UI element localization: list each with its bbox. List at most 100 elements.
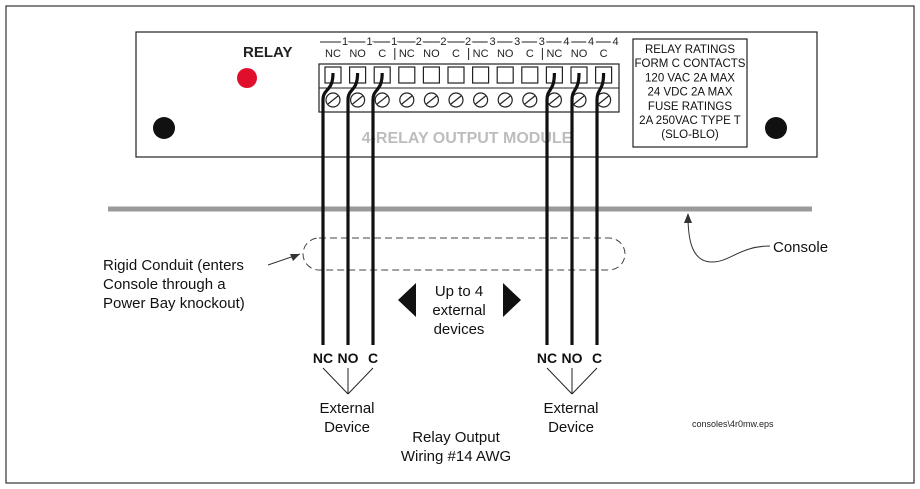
terminal-screw-slot — [573, 95, 585, 105]
console-label: Console — [773, 239, 828, 256]
terminal-number: 1 — [367, 36, 373, 48]
console-leader-line — [687, 215, 771, 263]
terminal-number: 3 — [539, 36, 545, 48]
devices-note-line-1: Up to 4 — [435, 283, 483, 300]
terminal-screw-slot — [426, 95, 437, 105]
device-terminal-label: C — [592, 350, 602, 366]
terminal-socket — [447, 66, 465, 84]
mounting-hole-left — [153, 117, 175, 139]
ratings-box — [632, 38, 748, 148]
module-watermark-title: 4-RELAY OUTPUT MODULE — [362, 130, 573, 147]
device-name-line-2: Device — [324, 419, 370, 436]
wiring-label-line-1: Relay Output — [412, 429, 500, 446]
terminal-label: C — [378, 48, 386, 60]
relay-output-wires — [321, 72, 606, 345]
mounting-hole-right — [765, 117, 787, 139]
terminal-screw-slot — [524, 95, 536, 105]
relay-ratings-text: RELAY RATINGS FORM C CONTACTS 120 VAC 2A M… — [635, 44, 746, 141]
terminal-number: 3 — [539, 36, 545, 48]
rating-line: RELAY RATINGS — [645, 44, 735, 56]
terminal-label: NO — [349, 48, 366, 60]
terminal-socket — [521, 66, 539, 84]
device-terminal-label: NC — [537, 350, 557, 366]
device-terminal-label: C — [368, 350, 378, 366]
terminal-socket — [422, 66, 440, 84]
terminal-screw-slot — [475, 95, 486, 105]
arrow-left-icon — [398, 283, 416, 317]
terminal-socket — [472, 66, 490, 84]
terminal-number: 1 — [342, 36, 348, 48]
figure-frame — [5, 5, 915, 484]
conduit-callout: Rigid Conduit (enters Console through a … — [103, 253, 301, 312]
relay-label: RELAY — [243, 44, 292, 61]
terminal-label: NC — [546, 48, 562, 60]
rating-line: 120 VAC 2A MAX — [645, 72, 735, 84]
terminal-label: NC — [325, 48, 341, 60]
terminal-number: 2 — [440, 36, 446, 48]
terminal-screw-slot — [549, 95, 560, 105]
relay-wire — [321, 72, 335, 345]
terminal-block: 11NC11NO11C22NC22NO22C33NC33NO33C44NC44N… — [318, 34, 621, 113]
rating-line: 2A 250VAC TYPE T — [639, 115, 741, 127]
terminal-label: C — [452, 48, 460, 60]
devices-note: Up to 4 external devices — [398, 283, 521, 338]
terminal-number: 1 — [367, 36, 373, 48]
conduit-label-line-1: Rigid Conduit (enters — [103, 257, 244, 274]
terminal-number: 3 — [514, 36, 520, 48]
terminal-number: 4 — [588, 36, 594, 48]
terminal-label: NC — [473, 48, 489, 60]
terminal-number: 3 — [490, 36, 496, 48]
conduit-label-line-3: Power Bay knockout) — [103, 295, 245, 312]
terminal-label: NO — [571, 48, 588, 60]
terminal-screw-slot — [376, 95, 388, 105]
device-lead — [571, 367, 598, 395]
conduit-label-line-2: Console through a — [103, 276, 226, 293]
terminal-socket — [496, 66, 514, 84]
devices-note-line-2: external — [432, 302, 485, 319]
terminal-number: 2 — [416, 36, 422, 48]
console-arrowhead — [684, 213, 692, 223]
console-callout: Console — [684, 213, 828, 263]
rating-line: 24 VDC 2A MAX — [647, 87, 732, 99]
terminal-number: 1 — [391, 36, 397, 48]
terminal-label: NO — [497, 48, 514, 60]
relay-wire — [346, 72, 360, 345]
terminal-number: 2 — [440, 36, 446, 48]
conduit-arrowhead — [290, 254, 300, 261]
device-lead — [322, 367, 349, 395]
terminal-label: C — [600, 48, 608, 60]
rating-line: FORM C CONTACTS — [635, 58, 746, 70]
rating-line: (SLO-BLO) — [661, 129, 719, 141]
relay-wire — [595, 72, 606, 345]
devices-note-line-3: devices — [434, 321, 485, 338]
terminal-number: 2 — [465, 36, 471, 48]
terminal-number: 4 — [563, 36, 569, 48]
terminal-label: NO — [423, 48, 440, 60]
rigid-conduit — [302, 237, 626, 271]
device-lead — [347, 367, 374, 395]
terminal-screw-slot — [598, 95, 609, 105]
terminal-screw-slot — [499, 95, 511, 105]
rating-line: FUSE RATINGS — [648, 101, 732, 113]
terminal-screw-slot — [401, 95, 413, 105]
terminal-screw-slot — [352, 95, 363, 105]
device-name-line-2: Device — [548, 419, 594, 436]
relay-wire — [570, 72, 581, 345]
file-reference: consoles\4r0mw.eps — [692, 419, 774, 429]
device-name-line-1: External — [319, 400, 374, 417]
device-lead — [546, 367, 573, 395]
terminal-number: 4 — [588, 36, 594, 48]
terminal-socket — [398, 66, 416, 84]
terminal-number: 4 — [563, 36, 569, 48]
terminal-number: 3 — [514, 36, 520, 48]
relay-wire — [545, 72, 556, 345]
terminal-number: 2 — [465, 36, 471, 48]
relay-wire — [371, 72, 384, 345]
terminal-number: 1 — [342, 36, 348, 48]
terminal-label: C — [526, 48, 534, 60]
terminal-number: 4 — [613, 36, 619, 48]
arrow-right-icon — [503, 283, 521, 317]
